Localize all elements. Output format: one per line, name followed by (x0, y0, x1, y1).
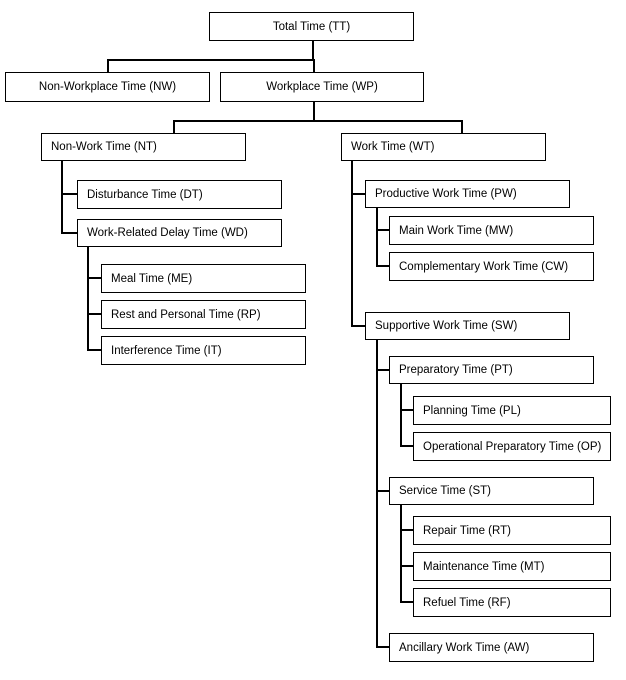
node-complementary-work-time: Complementary Work Time (CW) (389, 252, 594, 281)
node-disturbance-time: Disturbance Time (DT) (77, 180, 282, 209)
node-service-time: Service Time (ST) (389, 477, 594, 505)
node-maintenance-time: Maintenance Time (MT) (413, 552, 611, 581)
node-work-time: Work Time (WT) (341, 133, 546, 161)
node-productive-work-time: Productive Work Time (PW) (365, 180, 570, 208)
node-refuel-time: Refuel Time (RF) (413, 588, 611, 617)
node-repair-time: Repair Time (RT) (413, 516, 611, 545)
node-non-workplace-time: Non-Workplace Time (NW) (5, 72, 210, 102)
node-meal-time: Meal Time (ME) (101, 264, 306, 293)
node-preparatory-time: Preparatory Time (PT) (389, 356, 594, 384)
node-operational-preparatory-time: Operational Preparatory Time (OP) (413, 432, 611, 461)
node-supportive-work-time: Supportive Work Time (SW) (365, 312, 570, 340)
node-workplace-time: Workplace Time (WP) (220, 72, 424, 102)
node-total-time: Total Time (TT) (209, 12, 414, 41)
node-ancillary-work-time: Ancillary Work Time (AW) (389, 633, 594, 662)
node-work-related-delay-time: Work-Related Delay Time (WD) (77, 219, 282, 247)
node-main-work-time: Main Work Time (MW) (389, 216, 594, 245)
node-non-work-time: Non-Work Time (NT) (41, 133, 246, 161)
node-planning-time: Planning Time (PL) (413, 396, 611, 425)
node-rest-and-personal-time: Rest and Personal Time (RP) (101, 300, 306, 329)
node-interference-time: Interference Time (IT) (101, 336, 306, 365)
